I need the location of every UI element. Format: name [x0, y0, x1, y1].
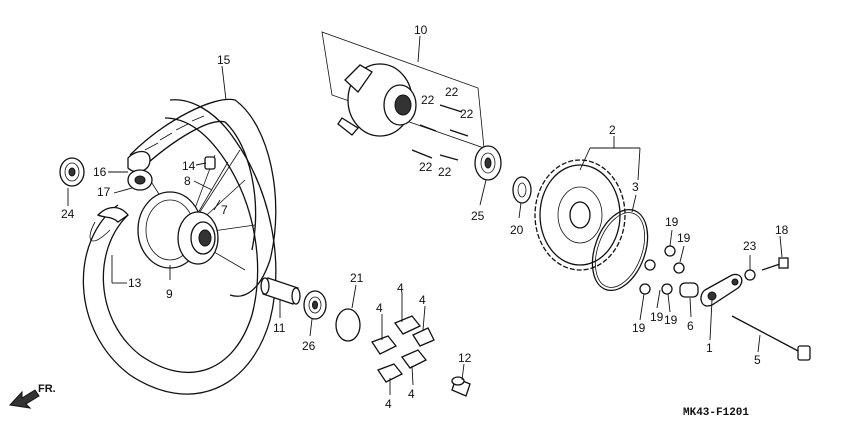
- callout-19-b: 19: [677, 231, 691, 245]
- driven-sprocket: [534, 159, 626, 271]
- callout-labels: 15 16 17 24 14 8 7 13 9 10 22 22 22 22 2…: [61, 23, 789, 411]
- callout-25: 25: [471, 209, 485, 223]
- rear-tire: [82, 99, 277, 395]
- callout-19-a: 19: [665, 215, 679, 229]
- o-ring-21: [335, 308, 361, 342]
- bearing-26: [303, 290, 327, 320]
- callout-22-c: 22: [460, 107, 474, 121]
- ring-3: [591, 208, 649, 292]
- spacer-11: [260, 277, 301, 305]
- callout-3: 3: [632, 180, 639, 194]
- callout-22-b: 22: [421, 93, 435, 107]
- callout-14: 14: [182, 159, 196, 173]
- callout-11: 11: [273, 321, 286, 335]
- callout-17: 17: [97, 185, 111, 199]
- callout-4-c: 4: [376, 301, 383, 315]
- callout-4-b: 4: [419, 293, 426, 307]
- studs-22: [411, 104, 469, 161]
- bearing-25: [474, 145, 502, 181]
- callout-4-d: 4: [385, 397, 392, 411]
- callout-4-a: 4: [397, 281, 404, 295]
- callout-13: 13: [128, 276, 142, 290]
- callout-19-c: 19: [632, 321, 646, 335]
- callout-22-d: 22: [419, 160, 433, 174]
- callout-2: 2: [609, 123, 616, 137]
- collar-12: [451, 376, 471, 397]
- dampers-4: [371, 315, 435, 383]
- driven-flange-assembly: [321, 31, 485, 149]
- callout-22-a: 22: [445, 85, 459, 99]
- rear-hub: [137, 149, 256, 271]
- callout-16: 16: [93, 165, 107, 179]
- nut-23: [744, 269, 756, 281]
- callout-21: 21: [350, 271, 364, 285]
- callout-15: 15: [217, 53, 231, 67]
- callout-23: 23: [743, 239, 757, 253]
- callout-4-e: 4: [408, 387, 415, 401]
- oil-seal-20: [512, 176, 532, 204]
- callout-10: 10: [414, 23, 428, 37]
- axle-5: [731, 315, 801, 353]
- callout-22-e: 22: [438, 165, 452, 179]
- bearing-24: [59, 157, 85, 187]
- inner-tube-rim: [127, 98, 277, 297]
- callout-12: 12: [458, 351, 472, 365]
- callout-5: 5: [754, 353, 761, 367]
- front-direction-label: FR.: [38, 383, 56, 395]
- collar-6: [679, 282, 699, 298]
- diagram-code: MK43-F1201: [683, 407, 749, 419]
- spoke-nipple: [204, 156, 216, 170]
- callout-19-d: 19: [650, 310, 664, 324]
- callout-20: 20: [510, 223, 524, 237]
- nuts-19: [639, 245, 685, 295]
- bolt-18: [761, 263, 781, 271]
- front-direction-arrow: [8, 389, 40, 409]
- callout-7: 7: [221, 203, 228, 217]
- callout-1: 1: [706, 341, 713, 355]
- callout-8: 8: [184, 174, 191, 188]
- callout-6: 6: [687, 319, 694, 333]
- callout-19-e: 19: [664, 313, 678, 327]
- callout-26: 26: [302, 339, 316, 353]
- callout-9: 9: [166, 287, 173, 301]
- callout-18: 18: [775, 223, 789, 237]
- callout-24: 24: [61, 207, 75, 221]
- leader-lines: [67, 35, 783, 395]
